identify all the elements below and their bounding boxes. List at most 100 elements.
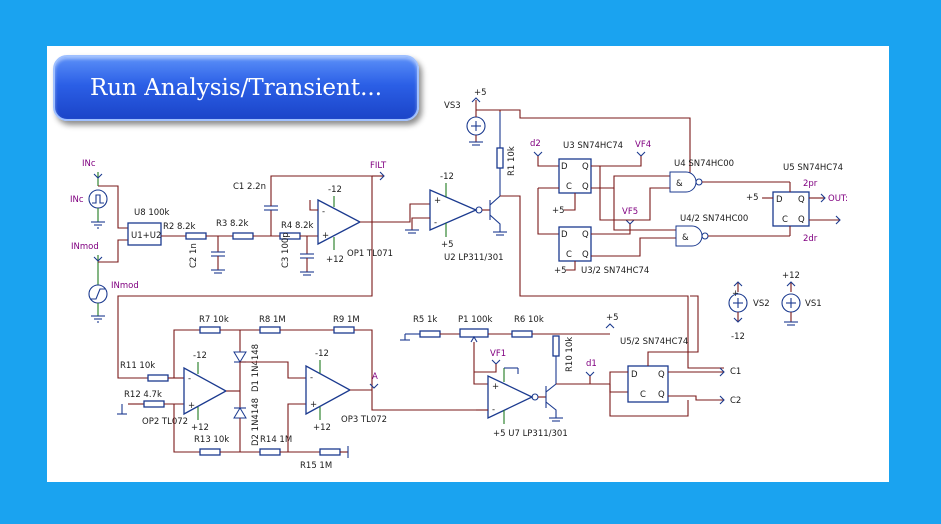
svg-text:+: +	[188, 401, 195, 411]
r12-resistor	[143, 400, 165, 408]
inmod-label-2: INmod	[111, 281, 139, 291]
r5-resistor	[419, 330, 441, 338]
svg-text:Q: Q	[582, 162, 589, 172]
op3-label: OP3 TL072	[341, 415, 387, 425]
op3-pos-supply: +12	[313, 423, 331, 433]
svg-text:&: &	[682, 233, 689, 243]
r7-resistor	[199, 326, 221, 334]
svg-text:D: D	[631, 370, 638, 380]
u52-label: U5/2 SN74HC74	[620, 337, 688, 347]
inc-source: INc INc	[70, 159, 108, 229]
r11-resistor	[147, 374, 169, 382]
p1-label: P1 100k	[458, 315, 492, 325]
u32-label: U3/2 SN74HC74	[581, 266, 649, 276]
r13-resistor	[199, 448, 221, 456]
svg-text:C: C	[566, 250, 572, 260]
vf4-label: VF4	[635, 140, 651, 150]
d1-label: D1 1N4148	[251, 344, 261, 392]
d2-diode-label: D2 1N4148	[251, 398, 261, 446]
d1-net-label: d1	[586, 359, 597, 369]
u3-flipflop	[558, 158, 592, 194]
r9-label: R9 1M	[333, 315, 360, 325]
svg-text:Q: Q	[582, 230, 589, 240]
r10-resistor	[552, 335, 560, 357]
c1-output-label: C1	[730, 367, 741, 377]
op1-pos-supply: +12	[326, 255, 344, 265]
multiplier-block	[127, 222, 162, 246]
c1-label: C1 2.2n	[233, 182, 266, 192]
svg-text:C: C	[640, 390, 646, 400]
a-label: A	[372, 372, 378, 382]
r12-label: R12 4.7k	[124, 390, 162, 400]
r15-label: R15 1M	[300, 461, 332, 471]
svg-text:Q: Q	[658, 390, 665, 400]
inmod-label: INmod	[71, 242, 99, 252]
u5-flipflop	[772, 191, 810, 227]
d2-label: d2	[530, 139, 541, 149]
r10-label: R10 10k	[565, 337, 575, 372]
u3-label: U3 SN74HC74	[563, 141, 623, 151]
r8-label: R8 1M	[259, 315, 286, 325]
svg-text:Q: Q	[658, 370, 665, 380]
svg-text:C: C	[566, 182, 572, 192]
u3-preset-supply: +5	[552, 206, 565, 216]
op2-pos-supply: +12	[191, 423, 209, 433]
svg-text:Q: Q	[582, 250, 589, 260]
r13-label: R13 10k	[194, 435, 229, 445]
svg-text:Q: Q	[798, 195, 805, 205]
r14-label: R14 1M	[260, 435, 292, 445]
p1-potentiometer	[459, 328, 489, 338]
r3-label: R3 8.2k	[216, 219, 249, 229]
schematic-panel: INc INc INmod INmod U1+U2 U8 100k R2 8.2…	[47, 46, 889, 482]
r1-resistor	[496, 147, 504, 169]
u4-label: U4 SN74HC00	[674, 159, 734, 169]
u42-label: U4/2 SN74HC00	[680, 214, 748, 224]
svg-text:D: D	[561, 230, 568, 240]
out-label: OUT:	[828, 194, 848, 204]
svg-text:-: -	[310, 373, 313, 383]
run-analysis-transient-button[interactable]: Run Analysis/Transient...	[53, 55, 419, 121]
svg-text:D: D	[776, 195, 783, 205]
vs2-neg-supply: -12	[731, 332, 745, 342]
u2-label: U2 LP311/301	[444, 253, 504, 263]
u5-supply: +5	[746, 193, 759, 203]
inc-label: INc	[82, 159, 96, 169]
r6-resistor	[511, 330, 533, 338]
op1-opamp	[317, 198, 362, 246]
u42-nand-gate	[675, 225, 703, 247]
u8-label: U8 100k	[134, 208, 170, 218]
svg-text:Q: Q	[798, 215, 805, 225]
svg-text:&: &	[676, 179, 683, 189]
vs1-pos-supply: +12	[782, 271, 800, 281]
u32-preset-supply: +5	[554, 266, 567, 276]
dr2-label: 2dr	[803, 234, 818, 244]
u5-label: U5 SN74HC74	[783, 163, 843, 173]
op3-neg-supply: -12	[315, 349, 329, 359]
u7-comparator	[487, 374, 534, 420]
c2-output-label: C2	[730, 396, 741, 406]
op2-label: OP2 TL072	[142, 417, 188, 427]
r5-label: R5 1k	[413, 315, 437, 325]
u2-pos-supply: +5	[441, 240, 454, 250]
r14-resistor	[259, 448, 281, 456]
r4-label: R4 8.2k	[281, 221, 314, 231]
c2-label: C2 1n	[189, 243, 199, 268]
svg-text:C: C	[782, 215, 788, 225]
svg-text:+: +	[492, 382, 499, 392]
u1u2-label: U1+U2	[131, 231, 161, 241]
op1-neg-supply: -12	[328, 185, 342, 195]
svg-text:Q: Q	[582, 182, 589, 192]
r9-resistor	[333, 326, 355, 334]
r2-label: R2 8.2k	[163, 222, 196, 232]
inmod-source: INmod INmod	[71, 242, 139, 323]
vs3-label: VS3	[444, 101, 461, 111]
r7-label: R7 10k	[199, 315, 229, 325]
svg-text:-: -	[322, 207, 325, 217]
circuit-schematic: INc INc INmod INmod U1+U2 U8 100k R2 8.2…	[70, 88, 848, 471]
op2-opamp	[183, 366, 228, 416]
r11-label: R11 10k	[120, 361, 155, 371]
svg-text:+: +	[322, 231, 329, 241]
op3-opamp	[305, 364, 352, 416]
svg-text:D: D	[561, 162, 568, 172]
r8-resistor	[259, 326, 281, 334]
